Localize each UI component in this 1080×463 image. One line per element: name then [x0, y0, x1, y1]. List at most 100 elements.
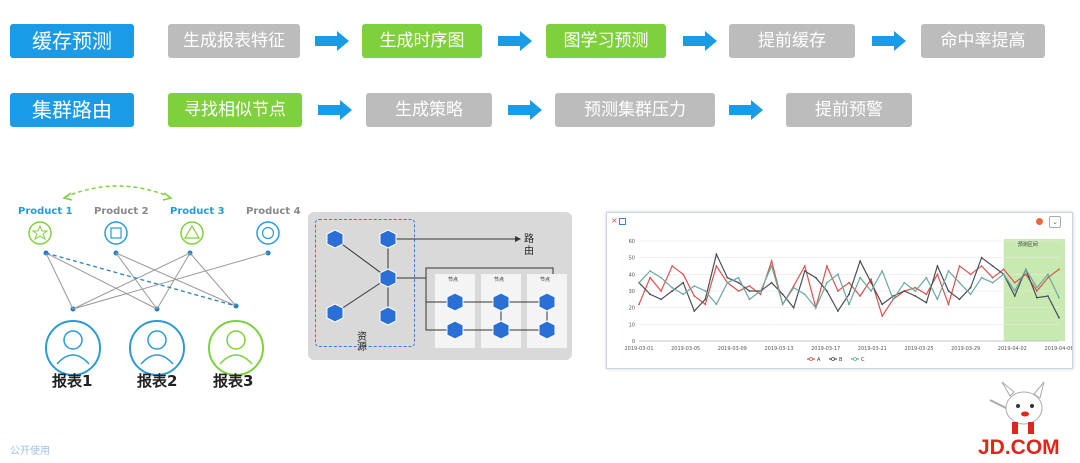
- data-point: [759, 290, 762, 292]
- report-label-1: 报表1: [52, 372, 93, 390]
- product-label-1: Product 1: [18, 206, 73, 217]
- data-point: [947, 290, 950, 292]
- x-tick-label: 2019-03-13: [764, 346, 793, 352]
- data-point: [682, 281, 685, 284]
- data-point: [660, 298, 663, 301]
- data-point: [693, 310, 696, 312]
- data-point: [649, 276, 651, 279]
- data-point: [958, 281, 961, 284]
- x-tick-label: 2019-03-29: [951, 346, 980, 352]
- arrow-right-icon: [729, 100, 763, 120]
- x-tick-label: 2019-04-06: [1044, 346, 1072, 352]
- data-point: [726, 276, 729, 279]
- step-graph-learning-prediction: 图学习预测: [546, 24, 666, 58]
- user-icon: [129, 320, 185, 376]
- expand-icon[interactable]: [619, 218, 626, 225]
- data-point: [814, 276, 817, 279]
- product-report-graph: [28, 185, 280, 376]
- circle-icon: [256, 221, 280, 245]
- x-tick-label: 2019-03-09: [718, 346, 747, 352]
- data-point: [660, 276, 663, 279]
- data-point: [748, 285, 751, 287]
- data-point: [991, 281, 994, 284]
- data-point: [1058, 296, 1060, 299]
- y-tick-label: 10: [629, 322, 635, 328]
- data-point: [792, 285, 795, 287]
- chevron-down-icon[interactable]: ⌄: [1049, 216, 1061, 228]
- report-label-2: 报表2: [137, 372, 178, 390]
- legend-label: A: [817, 357, 821, 363]
- data-point: [792, 306, 795, 309]
- legend-marker: [809, 357, 813, 361]
- record-icon[interactable]: [1036, 218, 1043, 225]
- user-icon: [45, 320, 101, 376]
- y-tick-label: 30: [629, 289, 635, 295]
- data-point: [936, 273, 939, 276]
- step-generate-report-features: 生成报表特征: [168, 24, 300, 58]
- data-point: [671, 290, 674, 292]
- product-label-3: Product 3: [170, 206, 225, 217]
- data-point: [936, 298, 939, 301]
- data-point: [825, 281, 828, 284]
- data-point: [1002, 273, 1005, 276]
- node-label: 节点: [448, 277, 459, 283]
- data-point: [1002, 268, 1005, 271]
- x-tick-label: 2019-04-02: [998, 346, 1027, 352]
- data-point: [925, 276, 928, 279]
- data-point: [914, 295, 917, 297]
- data-point: [914, 290, 917, 292]
- y-tick-label: 0: [632, 339, 635, 345]
- data-point: [881, 303, 884, 306]
- data-point: [870, 290, 873, 292]
- data-point: [947, 270, 950, 272]
- data-point: [770, 260, 773, 262]
- close-icon[interactable]: ×: [611, 216, 618, 225]
- data-point: [1058, 316, 1060, 319]
- data-point: [649, 270, 651, 272]
- node-label: 节点: [540, 277, 551, 283]
- series-line-B: [638, 252, 1060, 318]
- data-point: [859, 260, 861, 262]
- step-predict-cluster-pressure: 预测集群压力: [555, 93, 715, 127]
- data-point: [748, 298, 751, 301]
- data-point: [715, 253, 718, 256]
- data-point: [671, 265, 674, 267]
- product-label-4: Product 4: [246, 206, 301, 217]
- data-point: [1035, 290, 1038, 292]
- route-label: 路由: [524, 234, 534, 257]
- data-point: [870, 278, 873, 281]
- data-point: [1047, 273, 1049, 276]
- legend-label: B: [839, 357, 843, 363]
- y-tick-label: 50: [629, 256, 635, 262]
- data-point: [936, 265, 939, 267]
- x-tick-label: 2019-03-21: [858, 346, 887, 352]
- data-point: [969, 286, 972, 289]
- arrow-right-icon: [315, 31, 349, 51]
- data-point: [859, 295, 861, 297]
- data-point: [848, 281, 850, 284]
- data-point: [914, 286, 917, 289]
- data-point: [770, 265, 773, 267]
- cluster-graph: [326, 229, 556, 340]
- data-point: [958, 298, 961, 301]
- data-point: [803, 293, 806, 296]
- data-point: [726, 281, 729, 284]
- x-tick-label: 2019-03-17: [811, 346, 840, 352]
- data-point: [825, 290, 828, 292]
- data-point: [649, 293, 651, 296]
- data-point: [781, 293, 784, 296]
- data-point: [848, 293, 850, 296]
- data-point: [1013, 290, 1016, 292]
- jd-logo: JD.COM: [978, 436, 1060, 459]
- forecast-region-label: 预测区间: [1018, 241, 1038, 248]
- data-point: [859, 276, 861, 279]
- data-point: [837, 290, 839, 292]
- data-point: [803, 270, 806, 272]
- data-point: [991, 265, 994, 267]
- watermark-text: 公开使用: [10, 446, 50, 457]
- cache-prediction-title: 缓存预测: [10, 24, 134, 58]
- resource-box: [315, 219, 415, 347]
- data-point: [715, 303, 718, 306]
